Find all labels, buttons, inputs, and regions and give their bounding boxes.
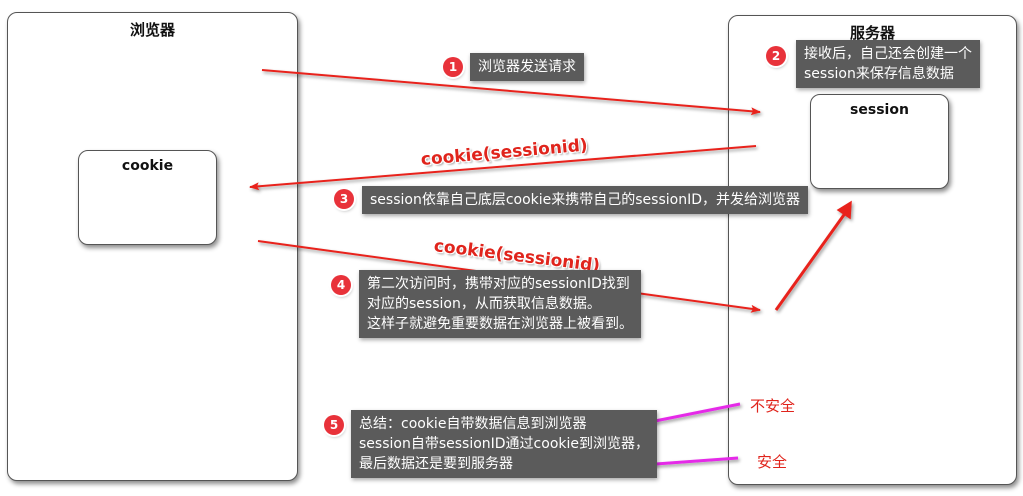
unsafe-label: 不安全 [750, 397, 796, 415]
safe-label: 安全 [757, 453, 788, 471]
step-1-line: 浏览器发送请求 [478, 59, 576, 75]
step-2-line-2: session来保存信息数据 [804, 66, 954, 82]
step-5-line-3: 最后数据还是要到服务器 [359, 456, 513, 472]
session-box: session [810, 94, 949, 189]
server-title: 服务器 [849, 24, 895, 42]
server-box: 服务器 [728, 15, 1017, 485]
browser-title: 浏览器 [129, 21, 175, 39]
request-arrow [261, 69, 761, 116]
step-3-note: session依靠自己底层cookie来携带自己的sessionID，并发给浏览… [362, 186, 808, 214]
step-2-badge: 2 [766, 46, 786, 66]
step-5-line-1: 总结：cookie自带数据信息到浏览器 [359, 416, 587, 432]
step-3-line: session依靠自己底层cookie来携带自己的sessionID，并发给浏览… [370, 192, 800, 208]
step-5-note: 总结：cookie自带数据信息到浏览器 session自带sessionID通过… [351, 410, 657, 478]
step-4-line-3: 这样子就避免重要数据在浏览器上被看到。 [367, 316, 633, 332]
response-arrow [249, 145, 757, 191]
step-5-badge: 5 [324, 415, 344, 435]
session-label: session [850, 102, 909, 118]
step-4-badge: 4 [331, 275, 351, 295]
cookie-box: cookie [78, 150, 217, 245]
step-1-note: 浏览器发送请求 [470, 53, 584, 81]
step-2-note: 接收后，自己还会创建一个 session来保存信息数据 [796, 40, 980, 88]
step-2-line-1: 接收后，自己还会创建一个 [804, 46, 972, 62]
browser-box: 浏览器 [7, 12, 298, 481]
step-4-line-2: 对应的session，从而获取信息数据。 [367, 296, 601, 312]
step-3-badge: 3 [334, 189, 354, 209]
step-5-line-2: session自带sessionID通过cookie到浏览器， [359, 436, 649, 452]
step-4-line-1: 第二次访问时，携带对应的sessionID找到 [367, 276, 630, 292]
cookie-label: cookie [121, 158, 174, 174]
step-1-badge: 1 [443, 57, 463, 77]
step-4-note: 第二次访问时，携带对应的sessionID找到 对应的session，从而获取信… [359, 270, 641, 338]
